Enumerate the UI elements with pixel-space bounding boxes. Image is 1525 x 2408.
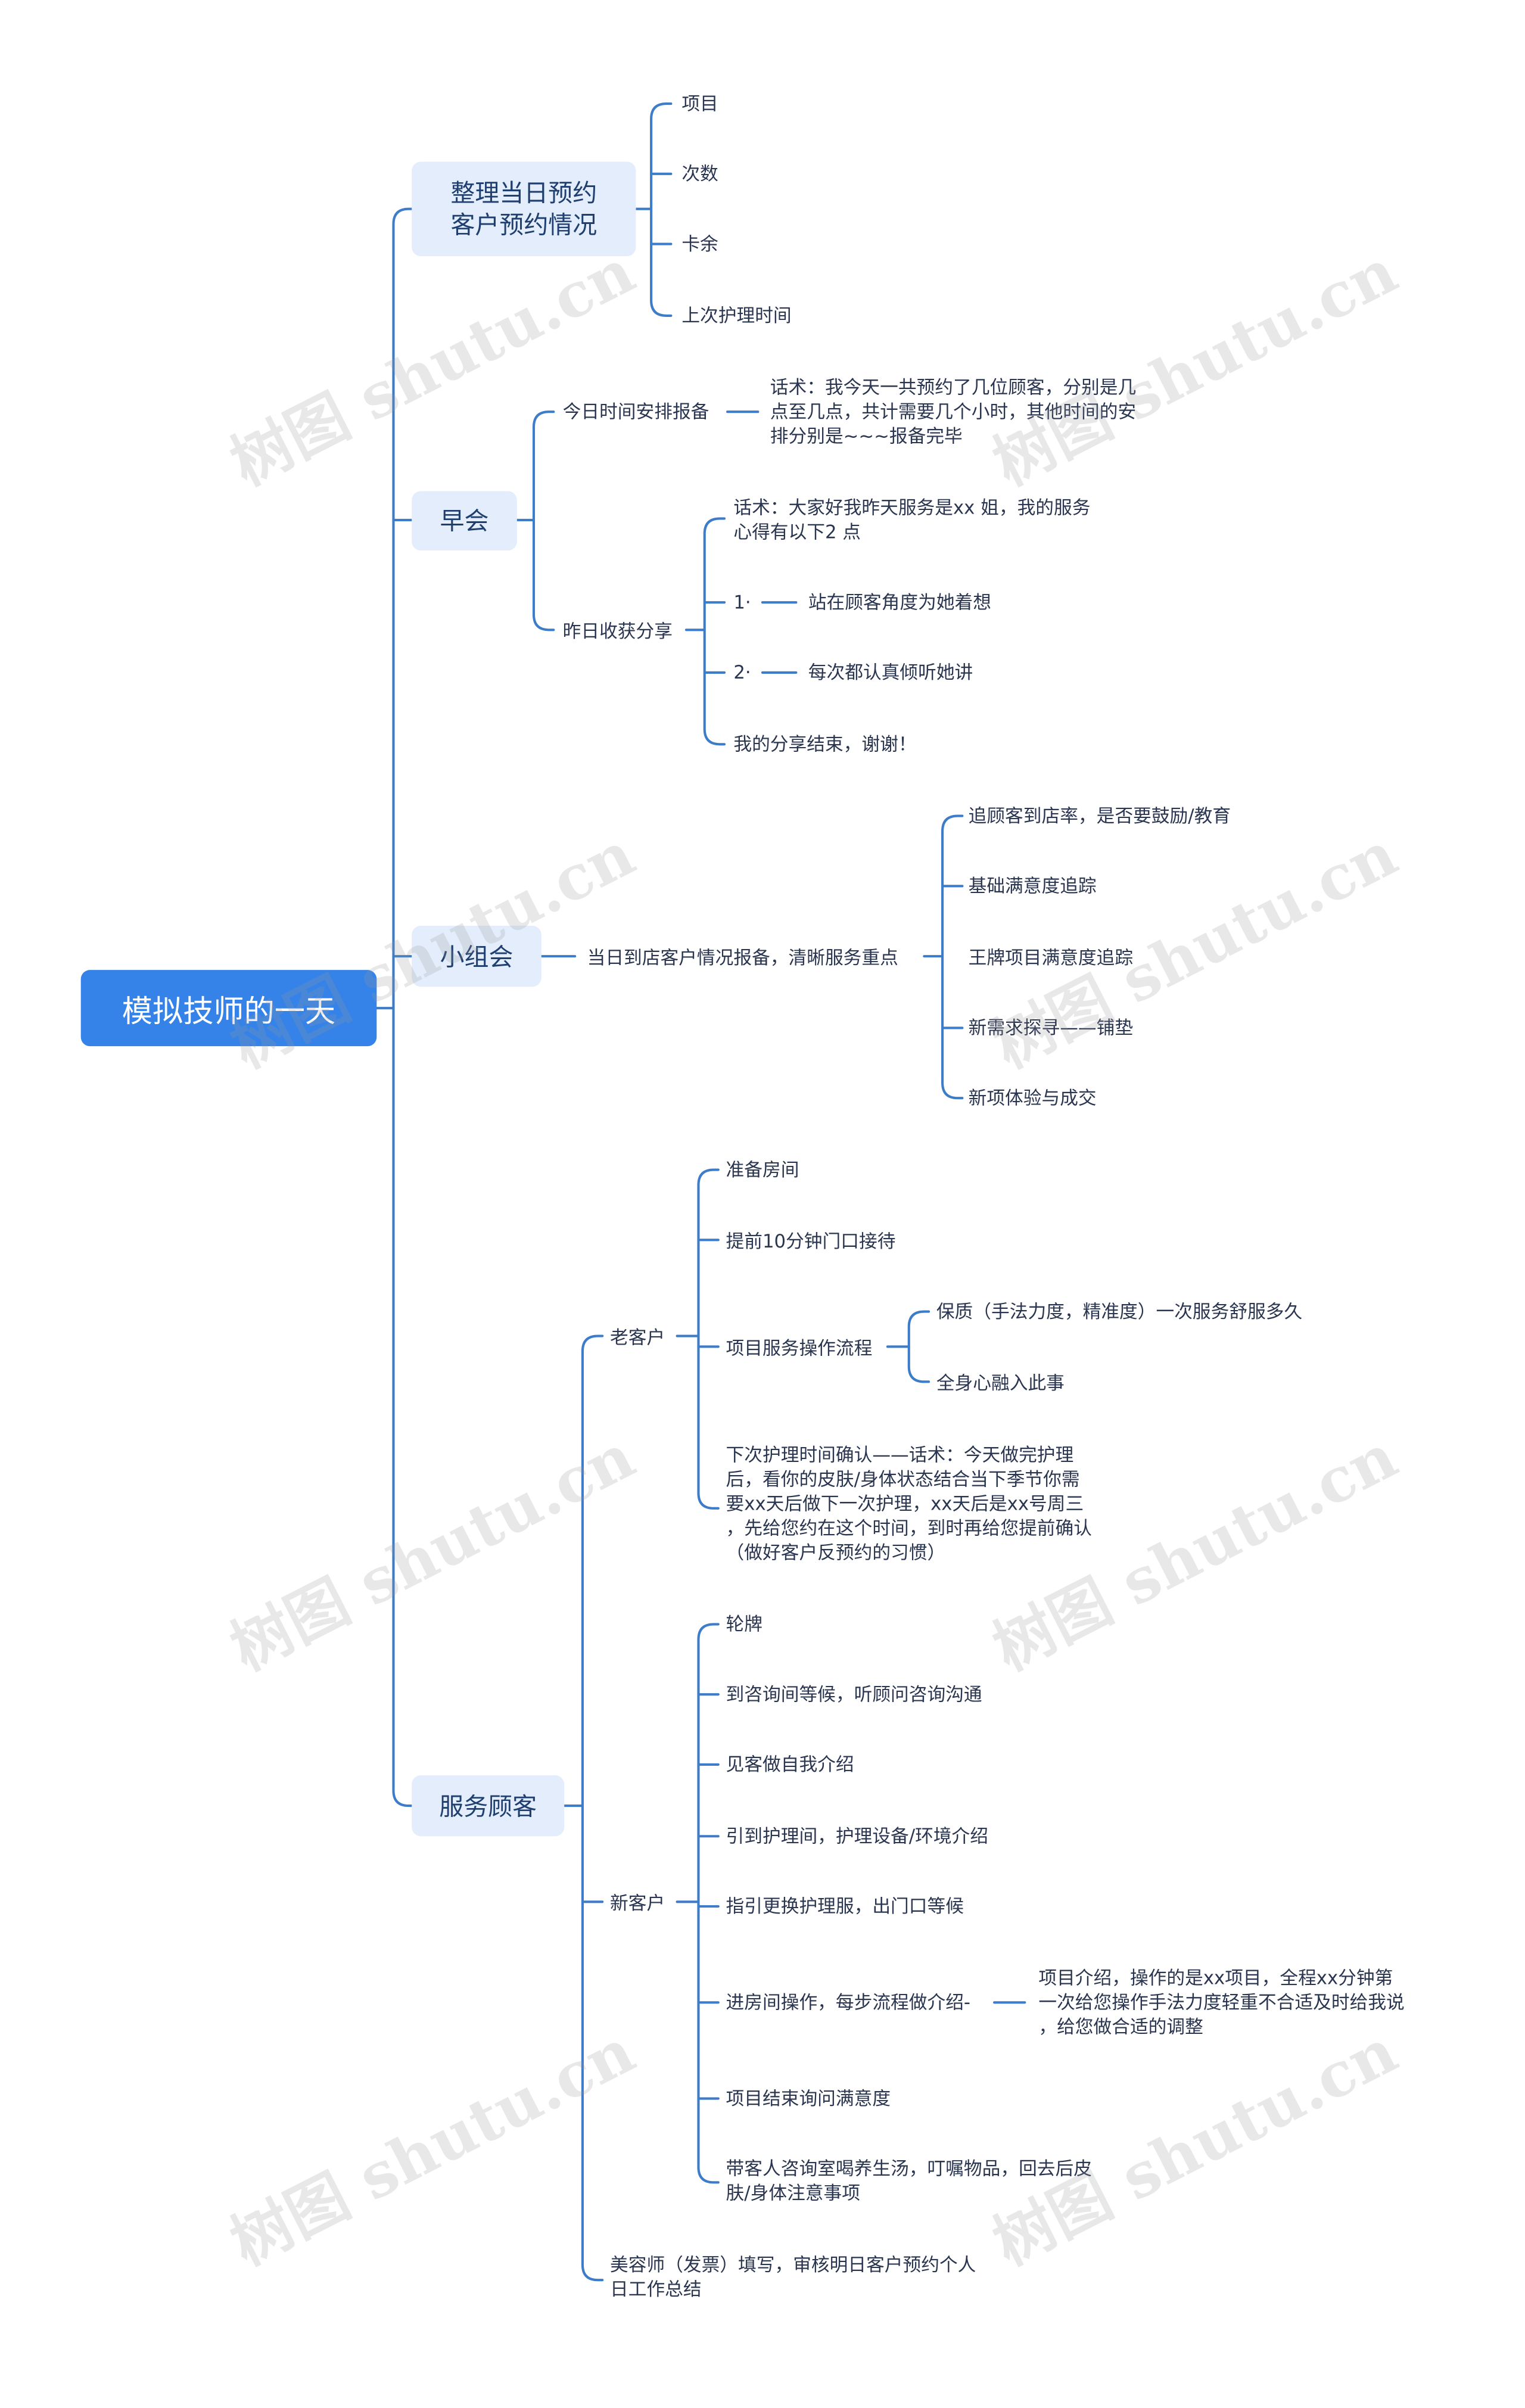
trunk-line (375, 207, 413, 1807)
node-today-schedule[interactable]: 今日时间安排报备 (562, 401, 709, 423)
leaf-change-clothes[interactable]: 指引更换护理服，出门口等候 (726, 1896, 964, 1917)
branch-team-meeting[interactable]: 小组会 (412, 925, 541, 987)
leaf-rotation[interactable]: 轮牌 (726, 1613, 763, 1635)
flow-links (886, 1310, 930, 1383)
note-line: 美容师（发票）填写，审核明日客户预约个人 (610, 2254, 976, 2276)
b2-links (515, 410, 555, 631)
leaf-new-needs[interactable]: 新需求探寻——铺垫 (968, 1017, 1134, 1039)
leaf-prepare-room[interactable]: 准备房间 (726, 1159, 799, 1181)
leaf-basic-satisfaction[interactable]: 基础满意度追踪 (968, 875, 1097, 897)
node-daily-report[interactable]: 当日到店客户情况报备，清晰服务重点 (587, 947, 898, 969)
leaf-reception-early[interactable]: 提前10分钟门口接待 (726, 1230, 896, 1252)
note-line: 日工作总结 (610, 2278, 702, 2300)
branch-label-line: 客户预约情况 (450, 210, 597, 239)
note-line: 带客人咨询室喝养生汤，叮嘱物品，回去后皮 (726, 2158, 1092, 2180)
note-line: 点至几点，共计需要几个小时，其他时间的安 (770, 401, 1137, 423)
node-new-customer[interactable]: 新客户 (610, 1892, 665, 1914)
node-room-operation[interactable]: 进房间操作，每步流程做介绍- (726, 1992, 971, 2014)
node-point-1[interactable]: 1· (733, 592, 751, 614)
leaf-next-appointment[interactable]: 下次护理时间确认——话术：今天做完护理 后，看你的皮肤/身体状态结合当下季节你需… (726, 1443, 1092, 1565)
node-service-flow[interactable]: 项目服务操作流程 (726, 1337, 873, 1359)
branch-morning-meeting[interactable]: 早会 (412, 491, 517, 551)
branch-appointment-review[interactable]: 整理当日预约客户预约情况 (412, 161, 636, 257)
note-line: 后，看你的皮肤/身体状态结合当下季节你需 (726, 1469, 1080, 1491)
leaf-quality[interactable]: 保质（手法力度，精准度）一次服务舒服多久 (936, 1301, 1303, 1323)
leaf-room-intro[interactable]: 引到护理间，护理设备/环境介绍 (726, 1825, 988, 1847)
node-point-2[interactable]: 2· (733, 662, 751, 683)
leaf-point-2-text[interactable]: 每次都认真倾听她讲 (808, 662, 973, 683)
note-line: 话术：我今天一共预约了几位顾客，分别是几 (770, 377, 1137, 399)
leaf-signature-satisfaction[interactable]: 王牌项目满意度追踪 (968, 947, 1134, 969)
leaf-share-end[interactable]: 我的分享结束，谢谢！ (733, 733, 917, 755)
note-line: 要xx天后做下一次护理，xx天后是xx号周三 (726, 1493, 1084, 1515)
leaf-daily-summary[interactable]: 美容师（发票）填写，审核明日客户预约个人 日工作总结 (610, 2253, 976, 2301)
note-project-intro[interactable]: 项目介绍，操作的是xx项目，全程xx分钟第 一次给您操作手法力度轻重不合适及时给… (1038, 1966, 1404, 2039)
leaf-card-balance[interactable]: 卡余 (681, 233, 718, 255)
leaf-count[interactable]: 次数 (681, 163, 718, 185)
b4-links (563, 1334, 604, 2282)
branch-label-line: 整理当日预约 (450, 178, 597, 208)
note-line: 一次给您操作手法力度轻重不合适及时给我说 (1038, 1992, 1405, 2014)
old-links (676, 1168, 720, 1510)
b1-links (634, 102, 673, 317)
root-node[interactable]: 模拟技师的一天 (80, 970, 377, 1047)
note-line: 话术：大家好我昨天服务是xx 姐，我的服务 (733, 497, 1091, 519)
note-line: 下次护理时间确认——话术：今天做完护理 (726, 1444, 1074, 1466)
note-line: 排分别是~~~报备完毕 (770, 425, 963, 447)
new-links (676, 1623, 1026, 2184)
leaf-full-focus[interactable]: 全身心融入此事 (936, 1373, 1065, 1394)
note-line: ，给您做合适的调整 (1038, 2016, 1203, 2038)
note-line: 心得有以下2 点 (733, 521, 861, 543)
leaf-health-soup[interactable]: 带客人咨询室喝养生汤，叮嘱物品，回去后皮 肤/身体注意事项 (726, 2157, 1092, 2205)
note-line: 肤/身体注意事项 (726, 2182, 860, 2204)
branch-serve-customers[interactable]: 服务顾客 (412, 1775, 565, 1837)
note-line: （做好客户反预约的习惯） (726, 1542, 946, 1563)
leaf-consult-wait[interactable]: 到咨询间等候，听顾问咨询沟通 (726, 1684, 982, 1706)
leaf-project[interactable]: 项目 (681, 93, 718, 114)
note-today-schedule[interactable]: 话术：我今天一共预约了几位顾客，分别是几 点至几点，共计需要几个小时，其他时间的… (770, 375, 1136, 449)
b2-s2-links (684, 517, 798, 746)
note-line: 项目介绍，操作的是xx项目，全程xx分钟第 (1038, 1967, 1393, 1989)
note-line: ，先给您约在这个时间，到时再给您提前确认 (726, 1517, 1092, 1539)
leaf-last-care-time[interactable]: 上次护理时间 (681, 305, 792, 326)
leaf-new-trial-deal[interactable]: 新项体验与成交 (968, 1087, 1097, 1109)
b3-links (540, 814, 964, 1100)
node-yesterday-share[interactable]: 昨日收获分享 (562, 620, 673, 642)
leaf-track-visit-rate[interactable]: 追顾客到店率，是否要鼓励/教育 (968, 805, 1231, 827)
leaf-self-intro[interactable]: 见客做自我介绍 (726, 1754, 854, 1775)
note-share-intro[interactable]: 话术：大家好我昨天服务是xx 姐，我的服务 心得有以下2 点 (733, 496, 1090, 545)
leaf-satisfaction-check[interactable]: 项目结束询问满意度 (726, 2087, 891, 2110)
node-old-customer[interactable]: 老客户 (610, 1327, 665, 1349)
leaf-point-1-text[interactable]: 站在顾客角度为她着想 (808, 592, 992, 614)
